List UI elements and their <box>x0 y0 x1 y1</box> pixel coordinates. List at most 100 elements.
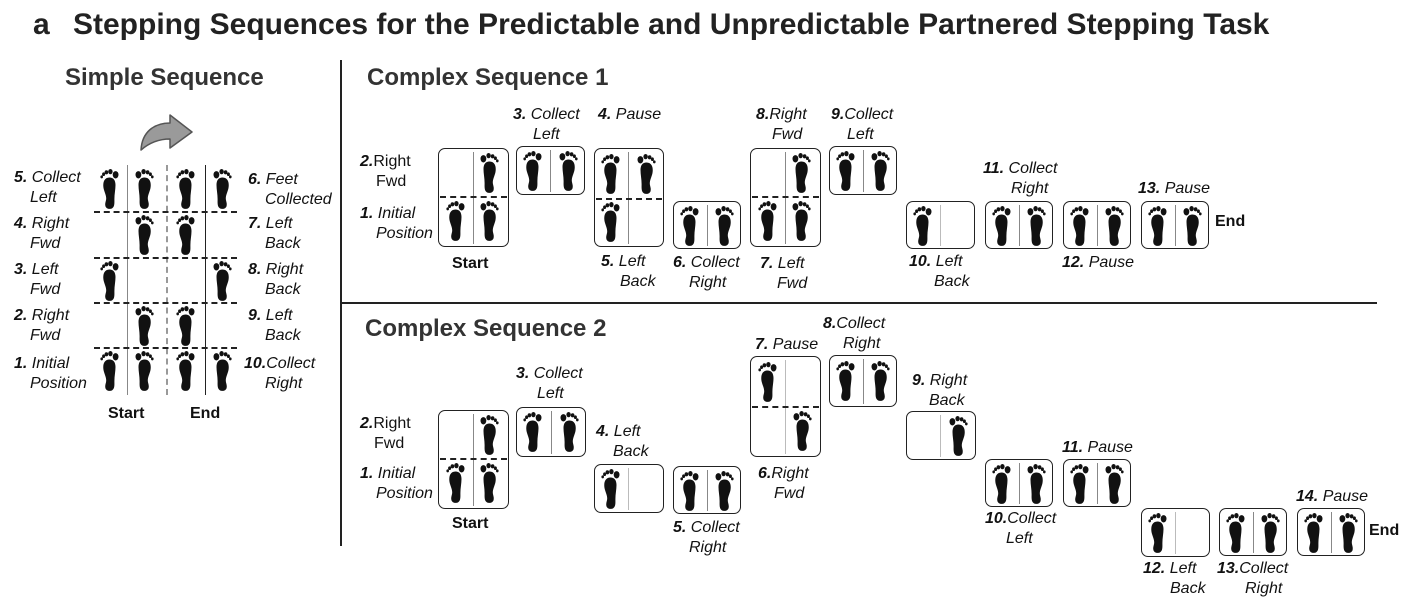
tile-centerline <box>1253 512 1254 553</box>
right-foot-icon <box>948 415 968 457</box>
left-foot-icon <box>446 462 466 504</box>
tile-row-divider <box>752 196 819 198</box>
c1-end-label: End <box>1215 213 1246 230</box>
left-foot-icon <box>601 201 621 243</box>
tile-centerline <box>550 150 551 192</box>
left-foot-icon <box>680 205 700 247</box>
tile-centerline <box>707 205 708 246</box>
right-foot-icon <box>791 200 811 242</box>
tile-centerline <box>1175 512 1176 554</box>
right-foot-icon <box>479 414 499 456</box>
tile-centerline <box>473 152 474 244</box>
right-foot-icon <box>479 462 499 504</box>
right-foot-icon <box>870 150 890 192</box>
simple-row-divider <box>94 211 237 213</box>
tile-centerline <box>628 468 629 510</box>
simple-row-divider <box>94 347 237 349</box>
left-foot-icon <box>1070 205 1090 247</box>
right-foot-icon <box>1104 205 1124 247</box>
right-foot-icon <box>792 410 812 452</box>
right-foot-icon <box>479 152 499 194</box>
left-foot-icon <box>992 463 1012 505</box>
tile-centerline <box>1019 205 1020 246</box>
tile-row-divider <box>440 196 507 198</box>
left-foot-icon <box>758 361 778 403</box>
right-foot-icon <box>714 470 734 512</box>
tile-centerline <box>863 150 864 192</box>
simple-end-centerline <box>205 165 206 395</box>
right-foot-icon <box>134 305 154 347</box>
left-foot-icon <box>176 305 196 347</box>
simple-sequence-heading: Simple Sequence <box>65 64 264 91</box>
left-foot-icon <box>758 200 778 242</box>
simple-row-divider <box>94 257 237 259</box>
tile-centerline <box>1097 205 1098 246</box>
left-foot-icon <box>523 411 543 453</box>
left-foot-icon <box>992 205 1012 247</box>
tile-centerline <box>940 415 941 457</box>
right-foot-icon <box>1104 463 1124 505</box>
left-foot-icon <box>1304 512 1324 554</box>
right-foot-icon <box>134 214 154 256</box>
left-foot-icon <box>680 470 700 512</box>
right-foot-icon <box>870 360 890 402</box>
right-foot-icon <box>1260 512 1280 554</box>
tile-centerline <box>707 470 708 511</box>
left-foot-icon <box>100 260 120 302</box>
tile-centerline <box>473 414 474 506</box>
right-foot-icon <box>134 168 154 210</box>
left-foot-icon <box>176 350 196 392</box>
right-foot-icon <box>134 350 154 392</box>
step-tile <box>594 148 664 247</box>
right-foot-icon <box>559 411 579 453</box>
left-foot-icon <box>1148 205 1168 247</box>
left-foot-icon <box>176 214 196 256</box>
right-foot-icon <box>212 168 232 210</box>
simple-end-label: End <box>190 405 221 422</box>
simple-start-centerline <box>127 165 128 395</box>
left-foot-icon <box>523 150 543 192</box>
c2-start-label: Start <box>452 515 489 532</box>
right-foot-icon <box>558 150 578 192</box>
c1-label-4: 4. Pause <box>598 106 662 123</box>
c2-label-14: 14. Pause <box>1296 488 1369 505</box>
left-foot-icon <box>836 360 856 402</box>
left-foot-icon <box>1148 512 1168 554</box>
tile-centerline <box>1175 205 1176 246</box>
c1-start-label: Start <box>452 255 489 272</box>
right-foot-icon <box>636 153 656 195</box>
left-foot-icon <box>100 168 120 210</box>
left-foot-icon <box>1070 463 1090 505</box>
simple-start-label: Start <box>108 405 145 422</box>
complex-sequence-2-heading: Complex Sequence 2 <box>365 315 607 342</box>
c1-label-12: 12. Pause <box>1062 254 1135 271</box>
left-foot-icon <box>601 153 621 195</box>
curved-arrow-icon <box>140 114 193 151</box>
left-foot-icon <box>1226 512 1246 554</box>
right-foot-icon <box>791 152 811 194</box>
right-foot-icon <box>212 260 232 302</box>
left-foot-icon <box>446 200 466 242</box>
right-foot-icon <box>479 200 499 242</box>
